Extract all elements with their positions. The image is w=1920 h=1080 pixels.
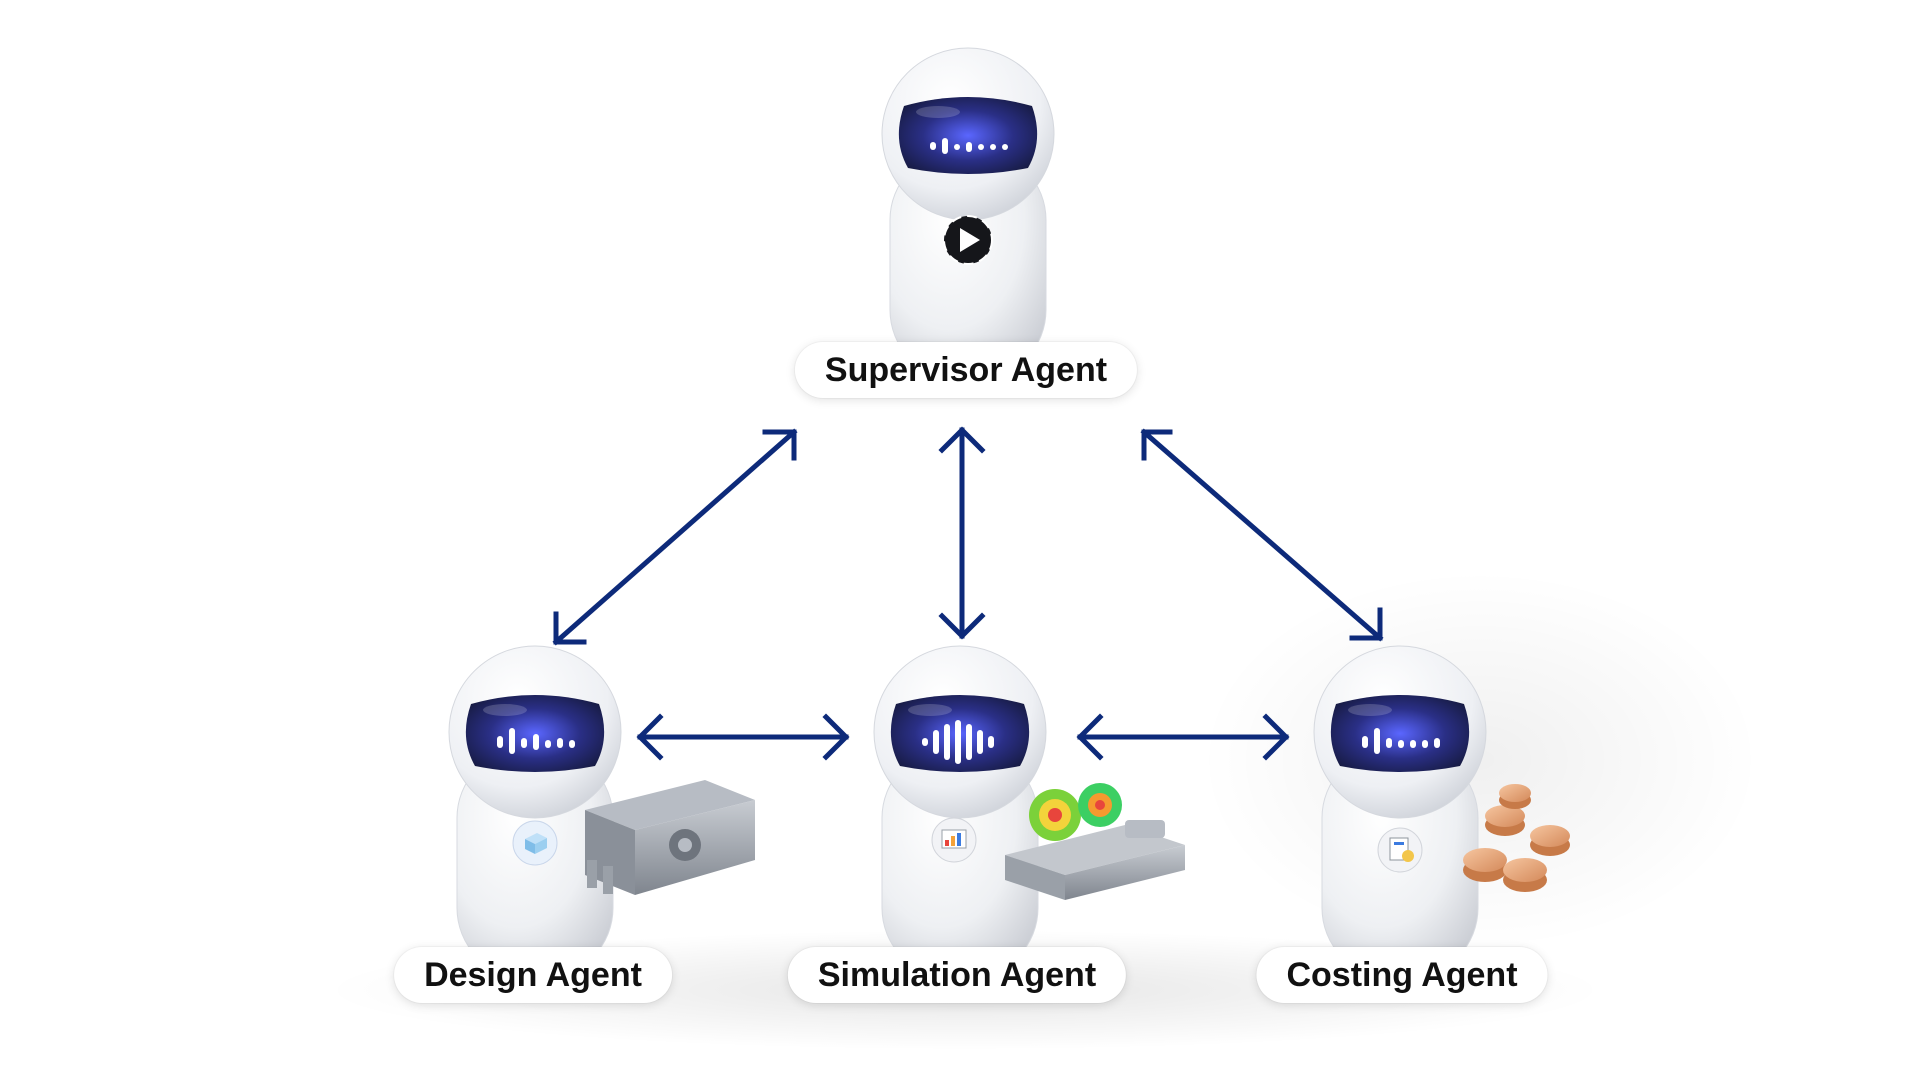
supervisor-robot: [881, 47, 1055, 381]
design-agent-label: Design Agent: [394, 947, 672, 1003]
gear-simulation-model-icon: [1005, 783, 1185, 900]
voice-wave-icon: [497, 728, 575, 754]
arrow-design-simulation: [636, 713, 850, 761]
arrow-supervisor-design: [552, 428, 798, 646]
costing-agent-label: Costing Agent: [1256, 947, 1548, 1003]
cost-sheet-icon: [1377, 827, 1423, 873]
voice-wave-icon: [922, 720, 994, 764]
supervisor-agent-label: Supervisor Agent: [794, 342, 1138, 398]
design-robot: [448, 645, 622, 979]
connection-arrows: [552, 426, 1384, 761]
simulation-robot: [873, 645, 1047, 979]
cad-cube-icon: [512, 820, 558, 866]
arrow-simulation-costing: [1076, 713, 1290, 761]
gearbox-model-icon: [585, 780, 755, 895]
network-logo-icon: [943, 215, 993, 265]
costing-robot: [1313, 645, 1487, 979]
arrow-supervisor-costing: [1140, 428, 1384, 642]
simulation-agent-label: Simulation Agent: [787, 947, 1127, 1003]
voice-wave-icon: [930, 138, 1008, 154]
voice-wave-icon: [1362, 728, 1440, 754]
arrow-supervisor-simulation: [938, 426, 986, 640]
copper-coins-icon: [1463, 784, 1570, 892]
simulation-chart-icon: [931, 817, 977, 863]
